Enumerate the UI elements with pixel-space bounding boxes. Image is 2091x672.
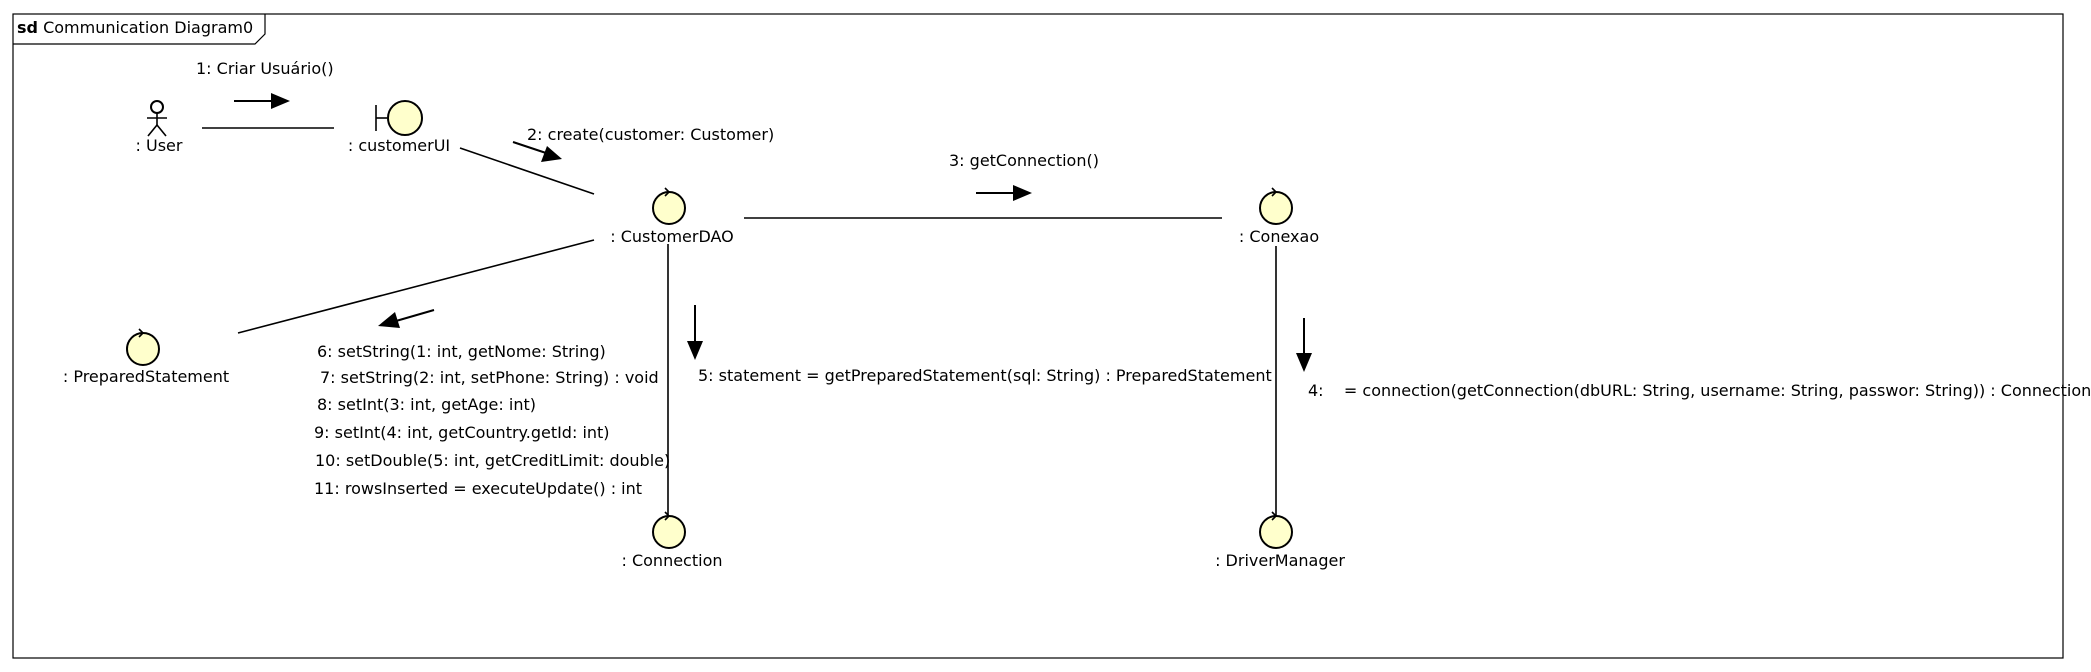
message-label-10: 10: setDouble(5: int, getCreditLimit: do…: [315, 451, 671, 470]
lifeline-label-customerdao: : CustomerDAO: [610, 227, 734, 246]
lifeline-label-connection: : Connection: [621, 551, 723, 570]
control-icon[interactable]: [652, 187, 686, 225]
control-icon[interactable]: [126, 328, 160, 366]
message-arrow-6-11: [378, 309, 435, 328]
message-label-6: 6: setString(1: int, getNome: String): [317, 342, 606, 361]
control-icon[interactable]: [1259, 187, 1293, 225]
frame-label: sd Communication Diagram0: [17, 18, 253, 38]
diagram-frame: [12, 13, 2064, 659]
message-label-3: 3: getConnection(): [949, 151, 1099, 170]
message-label-9: 9: setInt(4: int, getCountry.getId: int): [314, 423, 610, 442]
frame-keyword: sd: [17, 18, 38, 37]
boundary-icon[interactable]: [375, 100, 423, 136]
message-label-5: 5: statement = getPreparedStatement(sql:…: [698, 366, 1272, 385]
lifeline-label-drivermanager: : DriverManager: [1215, 551, 1345, 570]
message-label-4: 4: = connection(getConnection(dbURL: Str…: [1308, 381, 2091, 400]
message-label-11: 11: rowsInserted = executeUpdate() : int: [314, 479, 643, 498]
lifeline-label-user: : User: [135, 136, 183, 155]
message-label-2: 2: create(customer: Customer): [527, 125, 775, 144]
lifeline-label-conexao: : Conexao: [1238, 227, 1320, 246]
message-label-8: 8: setInt(3: int, getAge: int): [317, 395, 536, 414]
message-arrow-4: [1296, 318, 1312, 372]
lifeline-label-customerui: : customerUI: [347, 136, 451, 155]
link-customerui-customerdao: [459, 147, 595, 195]
link-customerdao-preparedstatement: [237, 239, 595, 334]
message-label-1: 1: Criar Usuário(): [196, 59, 334, 78]
message-label-7: 7: setString(2: int, setPhone: String) :…: [320, 368, 659, 387]
control-icon[interactable]: [652, 511, 686, 549]
message-arrow-3: [976, 185, 1032, 201]
frame-label-tab: [13, 14, 266, 45]
message-arrow-2: [512, 141, 562, 162]
message-arrow-1: [234, 93, 290, 109]
actor-icon[interactable]: [147, 100, 167, 137]
lifeline-label-preparedstatement: : PreparedStatement: [62, 367, 230, 386]
frame-title: Communication Diagram0: [43, 18, 254, 37]
message-arrow-5: [687, 305, 703, 360]
control-icon[interactable]: [1259, 511, 1293, 549]
